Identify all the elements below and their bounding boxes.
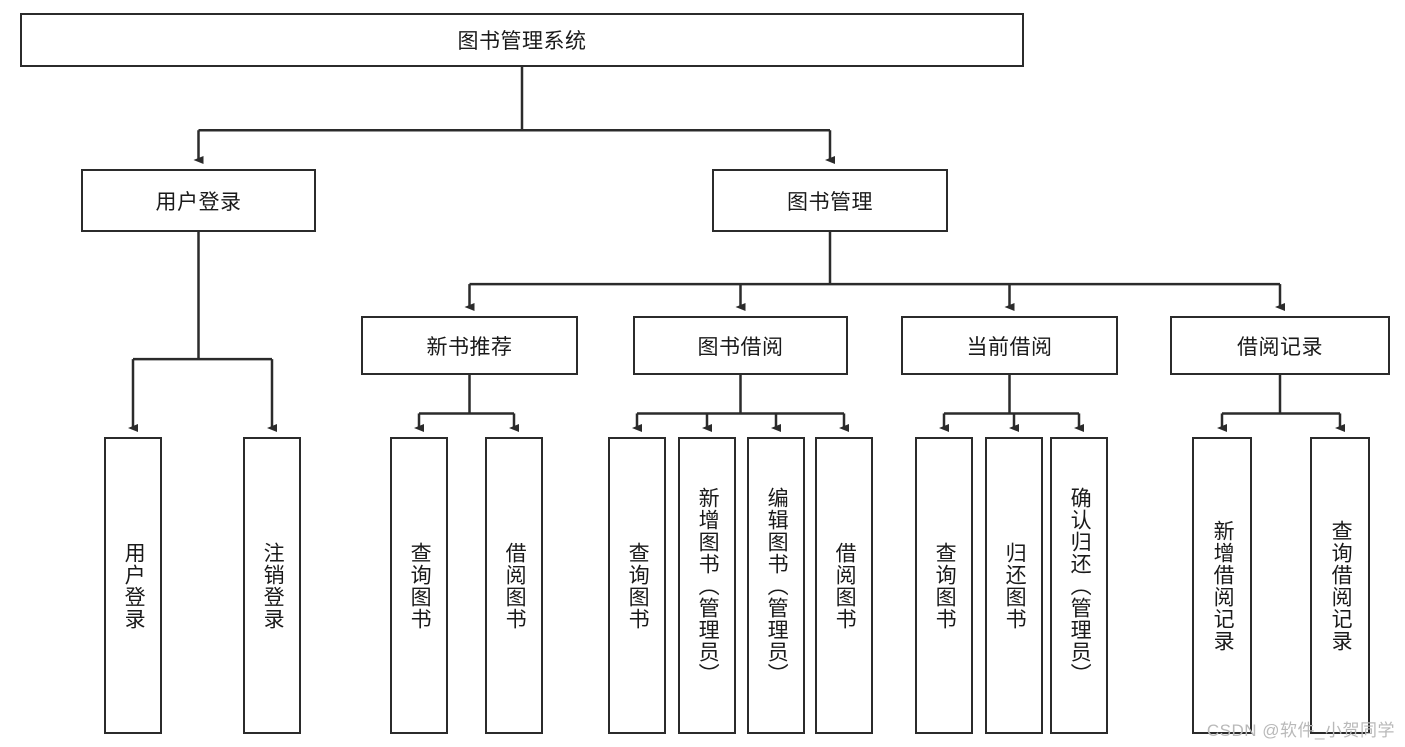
node-label: 查询借阅记录 (1329, 519, 1353, 652)
node-leaf-borrow-book[interactable]: 借阅图书 (815, 437, 873, 734)
node-label: 新书推荐 (426, 335, 513, 359)
node-label: 图书管理系统 (457, 30, 587, 53)
node-new-book-recommend[interactable]: 新书推荐 (361, 316, 578, 375)
node-leaf-query-book-rec[interactable]: 查询图书 (390, 437, 448, 734)
node-label: 新增图书（管理员） (696, 486, 720, 685)
node-leaf-logout[interactable]: 注销登录 (243, 437, 301, 734)
node-label: 借阅图书 (503, 541, 527, 630)
node-leaf-query-book-borrow[interactable]: 查询图书 (608, 437, 666, 734)
csdn-watermark: CSDN @软件_小贺同学 (1206, 721, 1395, 740)
node-label: 借阅记录 (1237, 335, 1323, 359)
node-label: 注销登录 (261, 541, 285, 630)
node-user-login[interactable]: 用户登录 (81, 169, 316, 232)
node-label: 新增借阅记录 (1211, 519, 1235, 652)
node-current-borrow[interactable]: 当前借阅 (901, 316, 1118, 375)
node-leaf-add-book[interactable]: 新增图书（管理员） (678, 437, 736, 734)
node-leaf-borrow-book-rec[interactable]: 借阅图书 (485, 437, 543, 734)
node-leaf-add-borrow-record[interactable]: 新增借阅记录 (1192, 437, 1252, 734)
node-leaf-confirm-return[interactable]: 确认归还（管理员） (1050, 437, 1108, 734)
node-label: 查询图书 (933, 541, 957, 630)
node-label: 借阅图书 (833, 541, 857, 630)
node-label: 归还图书 (1003, 541, 1027, 630)
node-label: 查询图书 (408, 541, 432, 630)
node-label: 当前借阅 (966, 335, 1053, 359)
node-label: 确认归还（管理员） (1068, 486, 1092, 685)
node-leaf-query-borrow-record[interactable]: 查询借阅记录 (1310, 437, 1370, 734)
node-label: 图书借阅 (697, 335, 784, 359)
node-label: 图书管理 (787, 190, 873, 214)
node-leaf-user-login[interactable]: 用户登录 (104, 437, 162, 734)
node-book-borrow[interactable]: 图书借阅 (633, 316, 848, 375)
node-borrow-record[interactable]: 借阅记录 (1170, 316, 1390, 375)
node-leaf-return-book[interactable]: 归还图书 (985, 437, 1043, 734)
node-label: 查询图书 (626, 541, 650, 630)
node-label: 用户登录 (122, 541, 146, 630)
node-root[interactable]: 图书管理系统 (20, 13, 1024, 67)
node-label: 用户登录 (155, 190, 242, 214)
node-book-management[interactable]: 图书管理 (712, 169, 948, 232)
node-leaf-edit-book[interactable]: 编辑图书（管理员） (747, 437, 805, 734)
node-leaf-query-book-current[interactable]: 查询图书 (915, 437, 973, 734)
node-label: 编辑图书（管理员） (765, 486, 789, 685)
